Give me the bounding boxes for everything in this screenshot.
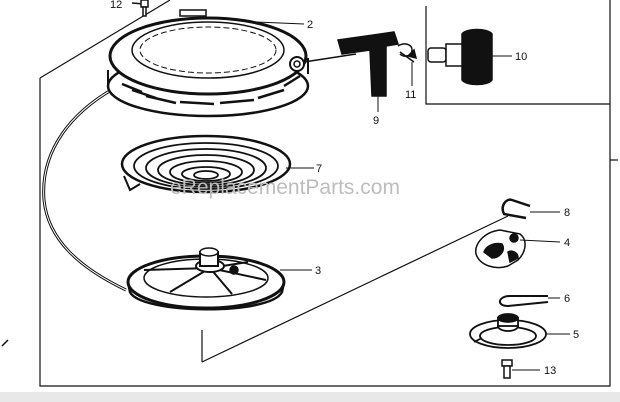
part-7-recoil-spring xyxy=(120,134,292,194)
callout-13: 13 xyxy=(544,365,556,377)
starter-rope xyxy=(42,82,127,292)
callout-5: 5 xyxy=(573,329,579,341)
callout-2: 2 xyxy=(307,19,313,31)
callout-8: 8 xyxy=(564,207,570,219)
part-3-reel xyxy=(126,247,286,311)
part-9-starter-grip: START xyxy=(303,31,399,97)
part-10-starter-grip xyxy=(427,28,493,86)
callout-9: 9 xyxy=(373,115,379,127)
starter-case xyxy=(106,9,310,118)
footer-strip xyxy=(0,392,620,402)
callout-11: 11 xyxy=(405,89,416,101)
part-12-bolt xyxy=(131,0,149,17)
part-5-friction-plate xyxy=(469,313,547,349)
callout-10: 10 xyxy=(515,51,527,63)
part-6-cotter-pin xyxy=(499,295,549,308)
callout-4: 4 xyxy=(564,237,570,249)
part-4-ratchet xyxy=(475,229,526,269)
callout-7: 7 xyxy=(316,163,322,175)
edge-mark xyxy=(1,339,9,347)
part-8-spring xyxy=(501,198,531,220)
leader-lines xyxy=(255,21,570,371)
part-13-screw xyxy=(501,359,513,379)
assembly-frame xyxy=(39,0,618,387)
part-11-knot xyxy=(397,43,418,63)
watermark-text: eReplacementParts.com xyxy=(170,176,400,199)
callout-12: 12 xyxy=(110,0,122,11)
callout-6: 6 xyxy=(564,293,570,305)
callout-3: 3 xyxy=(315,265,321,277)
